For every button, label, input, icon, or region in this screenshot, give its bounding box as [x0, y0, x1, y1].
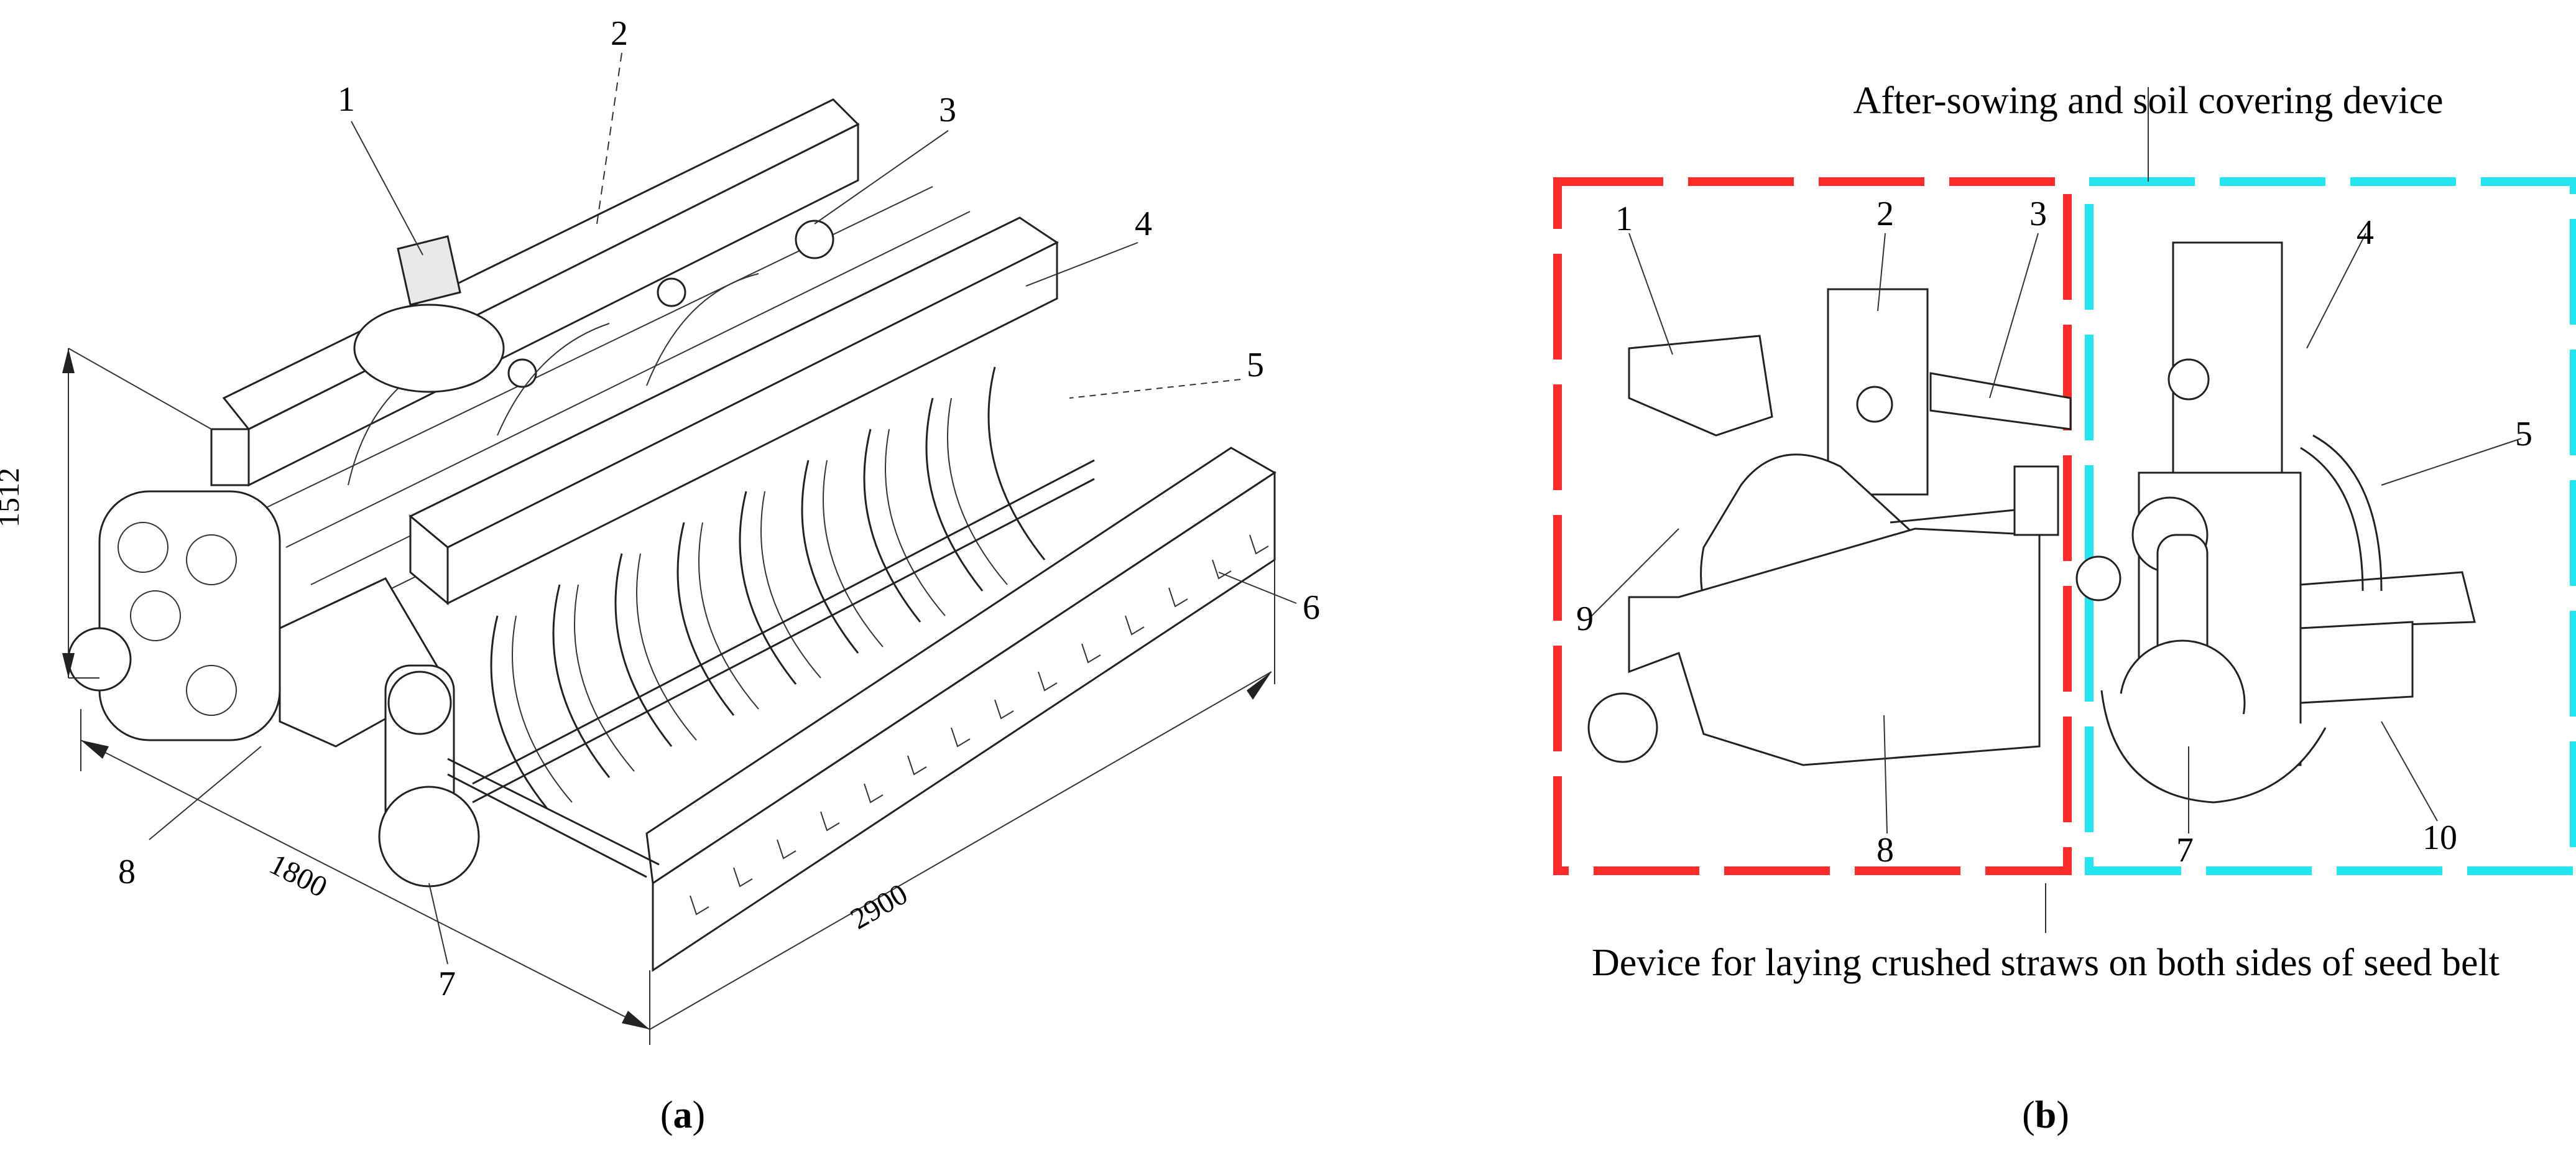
- hitch-plate: [397, 235, 461, 306]
- leader-lines-a: [149, 52, 1297, 965]
- callout-b-3: 3: [2029, 195, 2047, 233]
- panel-a-label: (a): [660, 1094, 705, 1136]
- callout-b-10: 10: [2422, 819, 2457, 857]
- drive-arm: [1929, 372, 2072, 430]
- group-label-soil-cover: After-sowing and soil covering device: [1853, 80, 2443, 122]
- straw-device-frame: [1628, 527, 2041, 766]
- panel-a-drawing: 1 2 3 4 5 6 7 8 1512 1800 2900 (a): [0, 14, 1320, 1136]
- callout-a-8: 8: [118, 853, 136, 891]
- dimension-length: 2900: [845, 878, 913, 936]
- rear-hopper-end: [210, 428, 250, 486]
- rear-drum: [353, 304, 505, 393]
- callout-b-1: 1: [1615, 200, 1633, 238]
- press-wheel: [378, 786, 480, 888]
- dimension-width: 1800: [264, 848, 333, 904]
- callout-a-7: 7: [438, 965, 456, 1003]
- leader-lines-b: [1591, 87, 2522, 933]
- dimension-height: 1512: [0, 468, 25, 527]
- callout-a-2: 2: [611, 14, 628, 53]
- gauge-wheel: [1587, 692, 1658, 763]
- group-label-straw-device: Device for laying crushed straws on both…: [1592, 942, 2500, 984]
- callout-a-4: 4: [1135, 205, 1152, 243]
- callout-b-8: 8: [1877, 831, 1894, 870]
- soil-cover-box: [2085, 177, 2576, 875]
- straw-deflector: [645, 447, 1276, 972]
- cover-plate: [2299, 621, 2414, 704]
- callout-b-7: 7: [2176, 831, 2194, 870]
- callout-a-1: 1: [338, 80, 355, 119]
- seed-tubes: [490, 366, 1046, 809]
- front-bar: [447, 758, 660, 866]
- roller: [2100, 690, 2327, 804]
- seed-hopper: [2172, 241, 2283, 474]
- callout-b-9: 9: [1576, 600, 1594, 638]
- callout-a-6: 6: [1303, 588, 1320, 627]
- callout-b-4: 4: [2357, 213, 2374, 252]
- straw-device-box: [1553, 177, 2072, 875]
- front-hopper-end: [409, 514, 449, 606]
- cover-bar: [2299, 571, 2476, 629]
- gearbox-cover: [98, 490, 281, 741]
- callout-a-3: 3: [939, 91, 956, 129]
- drive-shaft: [472, 459, 1095, 785]
- ground-wheel-hub: [67, 627, 132, 692]
- callout-a-5: 5: [1247, 346, 1264, 384]
- cylinder-mount: [2013, 465, 2059, 536]
- dimension-lines: [62, 348, 1275, 1045]
- callout-b-2: 2: [1877, 195, 1894, 233]
- callout-b-5: 5: [2515, 415, 2532, 453]
- panel-b-label: (b): [2022, 1094, 2069, 1136]
- hitch-bracket: [1628, 335, 1773, 437]
- panel-b-drawing: 1 2 3 4 5 7 8 9 10 After-sowing and soil…: [1553, 80, 2576, 1136]
